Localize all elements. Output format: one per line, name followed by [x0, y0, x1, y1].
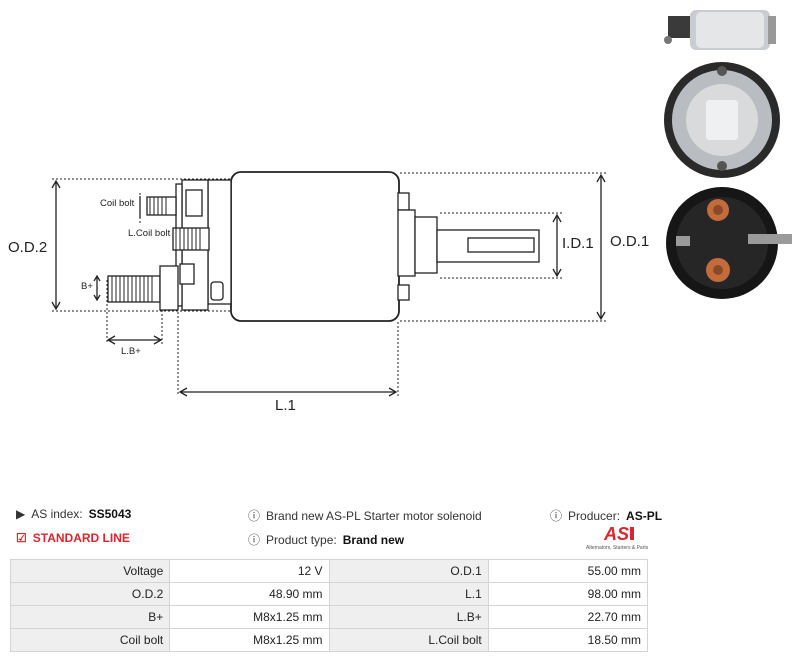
as-index-label: AS index:: [31, 507, 83, 521]
producer-value: AS-PL: [626, 508, 663, 523]
producer-line: ⓘ Producer: AS-PL: [550, 507, 662, 524]
product-type-value: Brand new: [342, 532, 405, 547]
table-row: O.D.2 48.90 mm L.1 98.00 mm: [9, 582, 649, 606]
technical-drawing: O.D.2 O.D.1 I.D.1 L.1 Coil bolt L.Coil b…: [8, 10, 792, 414]
l1-label: L.1: [275, 397, 296, 414]
spec-value: 98.00 mm: [487, 582, 649, 606]
spec-value: 55.00 mm: [487, 559, 649, 583]
b-plus-label: B+: [81, 281, 93, 292]
id1-label: I.D.1: [562, 235, 594, 252]
spec-label: L.1: [328, 582, 489, 606]
spec-value: 18.50 mm: [487, 628, 649, 652]
spec-label: L.B+: [328, 605, 489, 629]
product-line-label: STANDARD LINE: [32, 531, 130, 545]
producer-label: Producer:: [568, 508, 621, 523]
spec-value: 12 V: [169, 559, 330, 583]
l-coil-bolt-label: L.Coil bolt: [128, 228, 171, 239]
as-index: ▶ AS index: SS5043: [16, 507, 131, 521]
table-row: Voltage 12 V O.D.1 55.00 mm: [9, 559, 649, 583]
check-square-icon: ☑: [16, 531, 27, 545]
product-type-label: Product type:: [266, 532, 337, 547]
as-index-value: SS5043: [88, 507, 132, 521]
logo-text: AS: [603, 524, 629, 544]
spec-value: 22.70 mm: [487, 605, 649, 629]
spec-label: Coil bolt: [9, 628, 171, 652]
spec-label: Voltage: [9, 559, 171, 583]
specs-table: Voltage 12 V O.D.1 55.00 mm O.D.2 48.90 …: [9, 559, 649, 652]
description-text: Brand new AS-PL Starter motor solenoid: [266, 508, 482, 523]
lb-plus-label: L.B+: [121, 346, 141, 357]
spec-label: O.D.2: [9, 582, 171, 606]
product-type-line: ⓘ Product type: Brand new: [248, 531, 404, 548]
spec-value: M8x1.25 mm: [169, 628, 330, 652]
spec-label: B+: [9, 605, 171, 629]
table-row: Coil bolt M8x1.25 mm L.Coil bolt 18.50 m…: [9, 628, 649, 652]
spec-value: M8x1.25 mm: [169, 605, 330, 629]
as-pl-logo: AS Alternators, Starters & Parts: [586, 524, 649, 551]
od2-label: O.D.2: [8, 239, 47, 256]
info-icon: ⓘ: [550, 509, 563, 523]
product-photo-front: [664, 62, 780, 178]
spec-label: O.D.1: [328, 559, 489, 583]
product-line: ☑ STANDARD LINE: [16, 531, 130, 545]
description-line: ⓘ Brand new AS-PL Starter motor solenoid: [248, 507, 482, 524]
tag-icon: ▶: [16, 507, 26, 521]
od1-label: O.D.1: [610, 233, 649, 250]
spec-label: L.Coil bolt: [328, 628, 489, 652]
product-photo-rear: [666, 187, 792, 299]
info-icon: ⓘ: [248, 533, 261, 547]
logo-tagline: Alternators, Starters & Parts: [586, 545, 649, 551]
table-row: B+ M8x1.25 mm L.B+ 22.70 mm: [9, 605, 649, 629]
spec-value: 48.90 mm: [169, 582, 330, 606]
product-photo-side: [664, 10, 776, 50]
coil-bolt-label: Coil bolt: [100, 198, 135, 209]
info-icon: ⓘ: [248, 509, 261, 523]
